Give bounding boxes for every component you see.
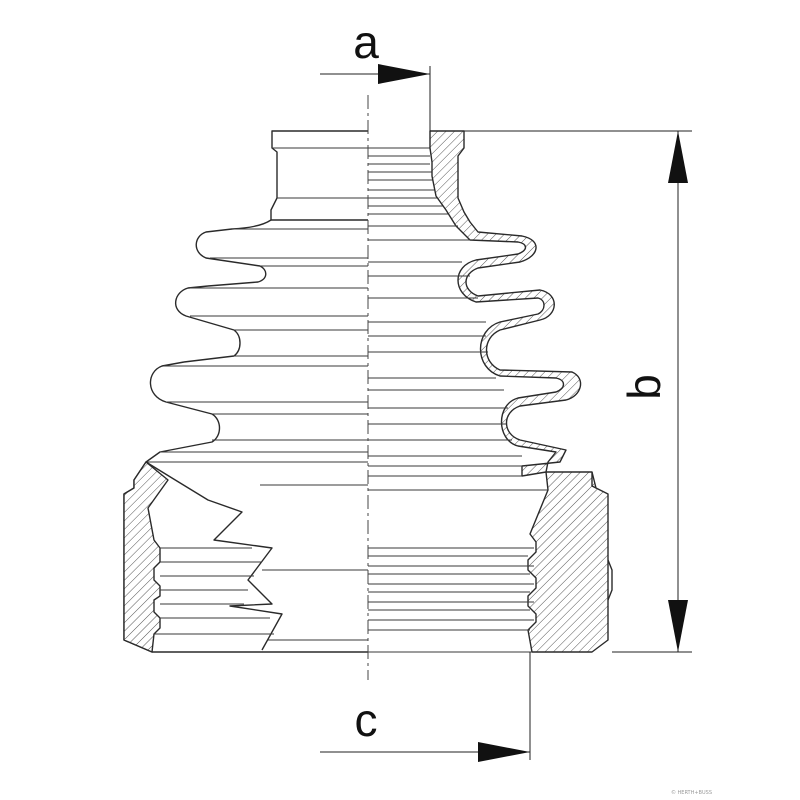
dimension-c-arrow — [478, 742, 530, 762]
bellow-fold-2-left — [175, 285, 241, 363]
dimension-c-label: c — [355, 694, 378, 746]
boot-section-left — [123, 461, 283, 653]
hatched-wall-left — [123, 461, 169, 653]
dimension-a-label: a — [353, 16, 379, 68]
dimension-b-label: b — [618, 374, 670, 400]
hatched-base-wall-right — [527, 471, 609, 653]
boot-neck-left — [270, 130, 368, 221]
dimension-a-arrow — [378, 64, 430, 84]
dimension-a: a — [320, 16, 431, 150]
dimension-b: b — [464, 130, 692, 653]
boot-section-right — [368, 130, 613, 653]
bellow-fold-3-left — [145, 361, 221, 463]
bellow-fold-1-left — [195, 219, 272, 287]
dimension-b-arrow-top — [668, 131, 688, 183]
dimension-b-arrow-bottom — [668, 600, 688, 652]
hatched-neck-wall — [429, 130, 582, 477]
watermark: © HERTH+BUSS — [671, 789, 712, 796]
sawtooth-profile-left — [145, 461, 283, 651]
boot-exterior-left — [123, 130, 368, 653]
dimension-c: c — [320, 652, 531, 762]
